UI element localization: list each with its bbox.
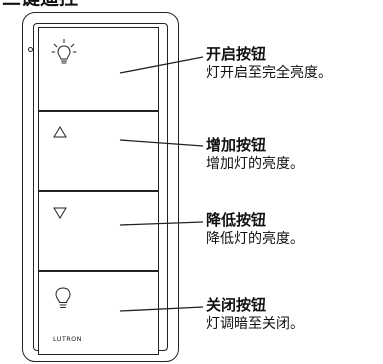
- callout-title: 增加按钮: [206, 136, 267, 154]
- status-led: [28, 47, 33, 52]
- page-title: 三键遥控: [2, 0, 78, 10]
- callout-title: 开启按钮: [206, 45, 267, 63]
- triangle-up-icon: [53, 126, 67, 138]
- on-button[interactable]: [38, 27, 159, 111]
- callout-off: 关闭按钮 灯调暗至关闭。: [206, 296, 304, 333]
- off-button[interactable]: LUTRON: [38, 271, 159, 355]
- callout-raise: 增加按钮 增加灯的亮度。: [206, 136, 304, 173]
- lower-button[interactable]: [38, 191, 159, 271]
- raise-button[interactable]: [38, 111, 159, 191]
- callout-description: 降低灯的亮度。: [206, 231, 304, 247]
- callout-description: 灯开启至完全亮度。: [206, 65, 332, 81]
- callout-title: 关闭按钮: [206, 296, 267, 314]
- light-bulb-off-icon: [55, 287, 71, 308]
- callout-description: 增加灯的亮度。: [206, 156, 304, 172]
- callout-lower: 降低按钮 降低灯的亮度。: [206, 211, 304, 248]
- brand-logo: LUTRON: [53, 335, 82, 343]
- callout-description: 灯调暗至关闭。: [206, 316, 304, 332]
- triangle-down-icon: [53, 207, 67, 219]
- light-bulb-on-icon: [51, 39, 77, 64]
- callout-title: 降低按钮: [206, 211, 267, 229]
- callout-on: 开启按钮 灯开启至完全亮度。: [206, 45, 332, 82]
